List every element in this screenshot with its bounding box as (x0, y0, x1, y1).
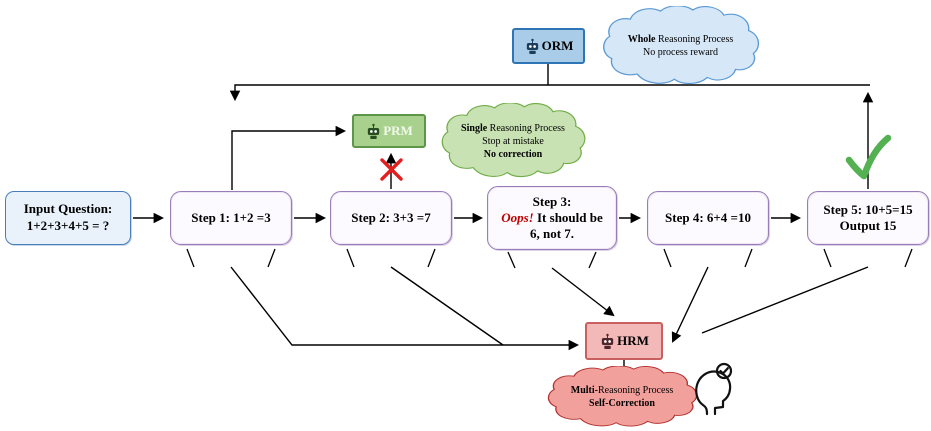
step5-line1: Step 5: 10+5=15 (823, 201, 913, 217)
hrm-cloud-line1-bold: Multi- (570, 385, 598, 396)
arrow-step4-to-hrm (671, 266, 709, 343)
step1-box: Step 1: 1+2 =3 (170, 191, 292, 245)
prm-label: PRM (383, 123, 413, 138)
arrow-step3-to-hrm (551, 267, 615, 317)
step4-label: Step 4: 6+4 =10 (665, 209, 751, 225)
robot-icon (368, 123, 380, 139)
prm-cloud-text: Single Reasoning Process Stop at mistake… (437, 103, 589, 179)
robot-icon (526, 38, 538, 54)
hrm-label: HRM (617, 333, 649, 348)
step-group-ticks (186, 248, 913, 269)
step5-line2: Output 15 (839, 218, 897, 233)
input-question-expression: 1+2+3+4+5 = ? (26, 218, 110, 233)
prm-cloud: Single Reasoning Process Stop at mistake… (437, 103, 589, 179)
prm-cloud-line1: Single Reasoning Process (461, 122, 565, 135)
checkmark-icon (845, 134, 892, 180)
orm-bracket (229, 84, 870, 102)
robot-icon (601, 333, 614, 349)
arrow-step1-to-hrm (230, 266, 580, 351)
step4-box: Step 4: 6+4 =10 (647, 191, 769, 245)
arrow-step1-to-prm (231, 125, 347, 190)
hrm-cloud-line1: Multi-Reasoning Process (571, 384, 674, 397)
orm-cloud: Whole Reasoning Process No process rewar… (598, 6, 763, 86)
step2-label: Step 2: 3+3 =7 (351, 209, 431, 225)
orm-label: ORM (541, 38, 574, 53)
line-step5-to-hrm (701, 266, 869, 334)
cloud-shape (547, 366, 698, 427)
step3-line2: Oops! It should be (501, 210, 603, 226)
orm-cloud-line1-bold: Whole (627, 34, 656, 45)
hrm-box: HRM (585, 322, 663, 360)
orm-cloud-text: Whole Reasoning Process No process rewar… (598, 6, 763, 86)
cloud-shape (441, 103, 586, 178)
prm-cloud-line1-rest: Reasoning Process (487, 122, 565, 134)
thinking-head-icon (695, 362, 733, 416)
step1-label: Step 1: 1+2 =3 (191, 209, 271, 225)
input-question-box: Input Question: 1+2+3+4+5 = ? (5, 191, 131, 245)
hrm-cloud-line1-rest: Reasoning Process (597, 385, 674, 396)
prm-cloud-line2: Stop at mistake (482, 135, 544, 147)
orm-cloud-line2: No process reward (643, 47, 718, 58)
hrm-cloud: Multi-Reasoning Process Self-Correction (543, 366, 701, 428)
step2-box: Step 2: 3+3 =7 (330, 191, 452, 245)
hrm-cloud-text: Multi-Reasoning Process Self-Correction (543, 366, 701, 428)
step3-box: Step 3: Oops! It should be 6, not 7. (487, 186, 617, 250)
step3-title: Step 3: (532, 193, 572, 209)
orm-cloud-line1-rest: Reasoning Process (655, 34, 734, 45)
input-question-title: Input Question: (23, 201, 113, 217)
hrm-cloud-line2: Self-Correction (589, 398, 655, 409)
line-step2-to-hrm (390, 266, 504, 346)
prm-cloud-line1-bold: Single (461, 122, 488, 134)
prm-cloud-line3: No correction (483, 148, 543, 160)
prm-box: PRM (352, 114, 426, 148)
step5-box: Step 5: 10+5=15 Output 15 (807, 191, 929, 245)
orm-box: ORM (512, 28, 585, 64)
step3-oops-text: Oops! (501, 209, 534, 225)
orm-cloud-line1: Whole Reasoning Process (628, 33, 734, 46)
step3-line3: 6, not 7. (529, 226, 575, 242)
step3-after-oops: It should be (533, 209, 603, 225)
cloud-shape (603, 6, 760, 84)
x-mark-icon (380, 158, 403, 181)
